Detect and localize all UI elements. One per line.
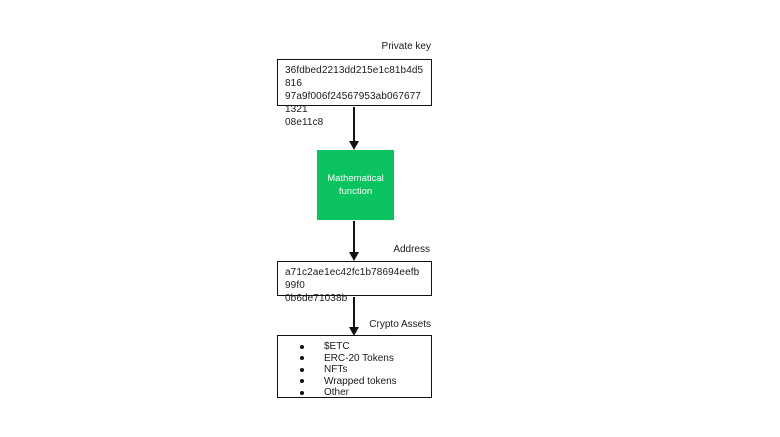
arrow-private-key-to-function-head — [349, 141, 359, 150]
crypto-assets-box: $ETC ERC-20 Tokens NFTs Wrapped tokens O… — [277, 335, 432, 398]
asset-list-item: NFTs — [278, 364, 431, 376]
private-key-line-1: 36fdbed2213dd215e1c81b4d5816 — [285, 65, 424, 89]
asset-list-item: $ETC — [278, 341, 431, 353]
address-box: a71c2ae1ec42fc1b78694eefb99f0 0b6de71038… — [277, 261, 432, 304]
asset-list-item: ERC-20 Tokens — [278, 353, 431, 365]
arrow-function-to-address-line — [353, 221, 355, 252]
mathematical-function-line-2: function — [338, 186, 373, 197]
arrow-private-key-to-function-line — [353, 107, 355, 142]
private-key-box: 36fdbed2213dd215e1c81b4d5816 97a9f006f24… — [277, 59, 432, 128]
mathematical-function-line-1: Mathematical — [327, 173, 384, 184]
crypto-assets-list: $ETC ERC-20 Tokens NFTs Wrapped tokens O… — [278, 336, 431, 399]
address-label: Address — [393, 244, 430, 255]
arrow-function-to-address-head — [349, 252, 359, 261]
private-key-line-3: 08e11c8 — [285, 117, 324, 128]
arrow-address-to-assets-line — [353, 297, 355, 327]
arrow-address-to-assets-head — [349, 327, 359, 336]
asset-list-item: Other — [278, 387, 431, 399]
private-key-value: 36fdbed2213dd215e1c81b4d5816 97a9f006f24… — [278, 60, 431, 133]
address-value: a71c2ae1ec42fc1b78694eefb99f0 0b6de71038… — [278, 262, 431, 309]
private-key-line-2: 97a9f006f24567953ab0676771321 — [285, 91, 421, 115]
crypto-assets-label: Crypto Assets — [369, 319, 431, 330]
mathematical-function-box: Mathematical function — [317, 150, 394, 220]
private-key-label: Private key — [381, 41, 431, 52]
address-line-1: a71c2ae1ec42fc1b78694eefb99f0 — [285, 267, 420, 291]
address-line-2: 0b6de71038b — [285, 293, 348, 304]
asset-list-item: Wrapped tokens — [278, 376, 431, 388]
